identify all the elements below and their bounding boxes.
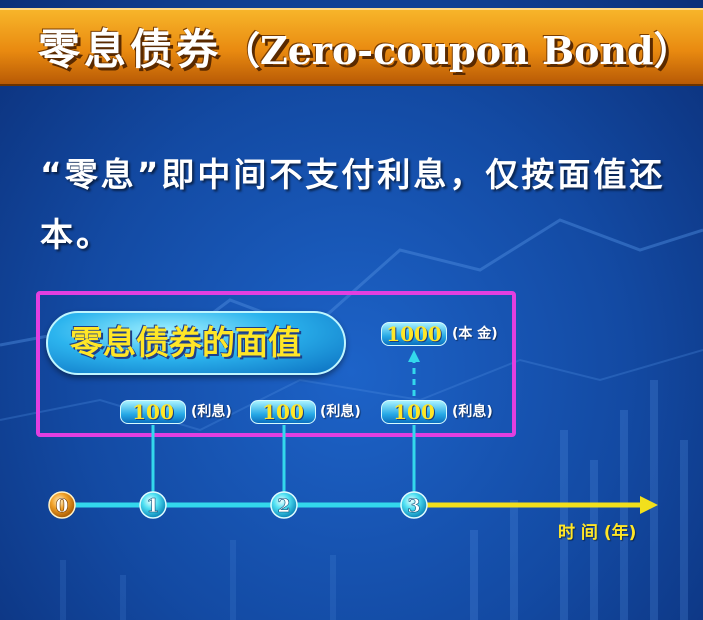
face-value-pill — [46, 311, 346, 375]
interest-chip-year-2: 100 — [250, 400, 316, 424]
timeline-node-2-label: 2 — [277, 495, 290, 517]
principal-note: (本 金) — [452, 326, 498, 342]
timeline-node-3-label: 3 — [407, 495, 420, 517]
principal-chip: 1000 — [381, 322, 447, 346]
face-value-highlight-box — [36, 291, 516, 437]
timeline-node-2: 2 — [270, 491, 298, 519]
time-axis-label: 时 间 (年) — [558, 523, 637, 543]
title-chinese: 零息债券 — [38, 25, 223, 74]
interest-note-year-3: (利息) — [452, 404, 493, 420]
description-text: “零息”即中间不支付利息，仅按面值还本。 — [40, 155, 666, 254]
timeline-node-1-label: 1 — [146, 495, 159, 517]
interest-note-year-2: (利息) — [320, 404, 361, 420]
page-title: 零息债券（Zero-coupon Bond） — [38, 20, 692, 80]
interest-chip-year-3: 100 — [381, 400, 447, 424]
timeline-arrow-head — [640, 496, 658, 514]
title-english: （Zero-coupon Bond） — [222, 28, 692, 73]
face-value-label: 零息债券的面值 — [70, 323, 301, 362]
timeline-node-0: 0 — [48, 491, 76, 519]
timeline-node-3: 3 — [400, 491, 428, 519]
timeline-node-0-label: 0 — [55, 495, 68, 517]
interest-chip-year-1: 100 — [120, 400, 186, 424]
principal-arrow-head — [408, 350, 420, 362]
title-bar: 零息债券（Zero-coupon Bond） — [0, 8, 703, 86]
timeline-node-1: 1 — [139, 491, 167, 519]
interest-note-year-1: (利息) — [191, 404, 232, 420]
